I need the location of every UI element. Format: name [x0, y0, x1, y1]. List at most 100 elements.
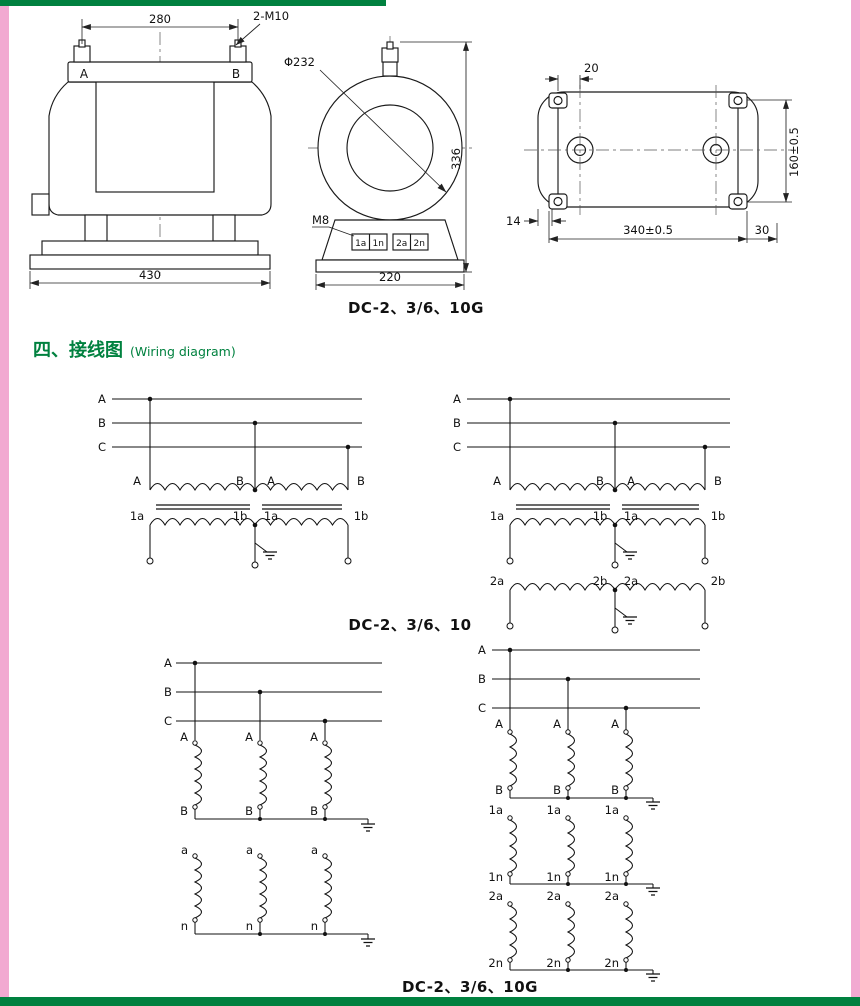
terminal-1n-label: 1n: [372, 239, 383, 249]
secondary-top-label: a: [246, 843, 253, 857]
plan-body: [524, 85, 792, 215]
section-heading: 四、接线图(Wiring diagram): [33, 336, 236, 362]
primary-windings: A B A B: [493, 396, 722, 493]
secondary-top-label: a: [311, 843, 318, 857]
secondary-1a2-label: 1a: [264, 509, 278, 523]
secondary1-1b2-label: 1b: [711, 509, 726, 523]
phase-lines: A B C: [164, 656, 382, 740]
plan-dim-20: 20: [545, 61, 599, 91]
ground-symbol: [646, 973, 660, 982]
front-body: [29, 32, 272, 276]
plan-dim-14: 14: [506, 209, 566, 228]
plan-dim-340: 340±0.5: [548, 211, 748, 243]
secondary-1b2-label: 1b: [354, 509, 369, 523]
secondary1-bottom-label: 1n: [488, 870, 503, 884]
wiring-diagram-vv-dual: A B C A B A B 1a 1b 1a 1b: [453, 392, 730, 634]
dim-20-label: 20: [584, 61, 599, 75]
phase-c-label: C: [478, 701, 486, 715]
phase-lines: A B C: [453, 392, 730, 454]
model-caption-bottom: DC-2、3/6、10G: [401, 978, 538, 996]
primary-top-label: A: [180, 730, 188, 744]
ground-symbol: [646, 887, 660, 896]
callout-2m10-label: 2-M10: [253, 9, 289, 23]
secondary1-top-label: 1a: [489, 803, 503, 817]
primary-b2-label: B: [714, 474, 722, 488]
front-terminal-b-label: B: [232, 67, 240, 81]
secondary1-top-label: 1a: [605, 803, 619, 817]
primary-bottom-label: B: [180, 804, 188, 818]
ground-symbol: [646, 801, 660, 810]
primary-a2-label: A: [627, 474, 635, 488]
secondary-bank: a a a n n n: [181, 843, 375, 947]
dim-220-label: 220: [379, 270, 401, 284]
dim-phi232-label: Φ232: [284, 55, 315, 69]
primary-bottom-label: B: [611, 783, 619, 797]
front-dim-280: 280: [81, 12, 239, 44]
secondary2-2b2-label: 2b: [711, 574, 726, 588]
ground-symbol: [361, 823, 375, 832]
primary-a-label: A: [133, 474, 141, 488]
terminal-1a-label: 1a: [355, 239, 366, 249]
secondary2-2a2-label: 2a: [624, 574, 638, 588]
secondary2-2a-label: 2a: [490, 574, 504, 588]
wiring-diagram-star-dual: A B C A A A B B B 1a 1a 1a: [478, 643, 700, 982]
secondary-top-label: a: [181, 843, 188, 857]
phase-b-label: B: [98, 416, 106, 430]
secondary2-bank: 2a 2a 2a 2n 2n 2n: [488, 889, 660, 982]
ground-symbol: [361, 938, 375, 947]
dim-160-label: 160±0.5: [787, 127, 801, 177]
secondary2-windings: 2a 2b 2a 2b: [490, 574, 726, 634]
dim-340-label: 340±0.5: [623, 223, 673, 237]
primary-a2-label: A: [267, 474, 275, 488]
secondary1-bottom-label: 1n: [604, 870, 619, 884]
primary-windings: A B A B: [133, 396, 365, 493]
secondary-1b-label: 1b: [233, 509, 248, 523]
secondary1-1a2-label: 1a: [624, 509, 638, 523]
ring-body: 1a 1n 2a 2n: [308, 36, 472, 273]
primary-b2-label: B: [357, 474, 365, 488]
front-callout-2m10: 2-M10: [235, 9, 289, 46]
secondary-bottom-label: n: [181, 919, 188, 933]
primary-bottom-label: B: [245, 804, 253, 818]
model-caption-mid: DC-2、3/6、10: [348, 616, 472, 634]
top-green-bar: [0, 0, 386, 6]
dim-336-label: 336: [449, 148, 463, 170]
primary-top-label: A: [553, 717, 561, 731]
phase-lines: A B C: [478, 643, 700, 730]
side-view-drawing: 20 160±0.5 14 340±0.5 30: [506, 61, 801, 243]
phase-c-label: C: [453, 440, 461, 454]
phase-a-label: A: [98, 392, 106, 406]
secondary2-bottom-label: 2n: [604, 956, 619, 970]
wiring-diagram-vv: A B C A B A B 1a 1b 1a 1b: [98, 392, 369, 569]
front-terminal-a-label: A: [80, 67, 89, 81]
core-lines: [516, 504, 699, 510]
phase-b-label: B: [453, 416, 461, 430]
secondary2-top-label: 2a: [489, 889, 503, 903]
ring-dim-220: 220: [315, 270, 465, 290]
plan-dim-160: 160±0.5: [747, 99, 801, 203]
phase-c-label: C: [164, 714, 172, 728]
primary-bank: A A A B B B: [495, 717, 660, 810]
m8-label: M8: [312, 213, 329, 227]
phase-a-label: A: [164, 656, 172, 670]
terminal-2n-label: 2n: [413, 239, 424, 249]
phase-b-label: B: [164, 685, 172, 699]
secondary2-bottom-label: 2n: [546, 956, 561, 970]
primary-bottom-label: B: [553, 783, 561, 797]
primary-top-label: A: [245, 730, 253, 744]
secondary-bottom-label: n: [246, 919, 253, 933]
secondary2-top-label: 2a: [547, 889, 561, 903]
dim-30-label: 30: [755, 223, 770, 237]
primary-bottom-label: B: [495, 783, 503, 797]
plan-dim-30: 30: [747, 223, 778, 243]
secondary1-bank: 1a 1a 1a 1n 1n 1n: [488, 803, 660, 896]
wiring-diagram-star: A B C A A A B B B a a a: [164, 656, 382, 947]
section-heading-en: (Wiring diagram): [130, 344, 236, 359]
phase-lines: A B C: [98, 392, 362, 454]
phase-c-label: C: [98, 440, 106, 454]
secondary1-bottom-label: 1n: [546, 870, 561, 884]
primary-top-label: A: [611, 717, 619, 731]
phase-a-label: A: [478, 643, 486, 657]
dim-14-label: 14: [506, 214, 521, 228]
primary-top-label: A: [495, 717, 503, 731]
